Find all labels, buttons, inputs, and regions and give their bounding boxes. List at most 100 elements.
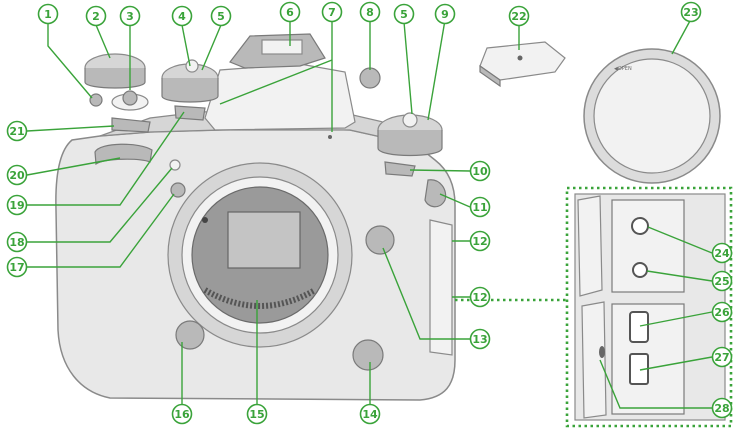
callout-number: 12 — [472, 291, 487, 304]
body-cap-label: ◀OPEN — [614, 66, 632, 72]
metering-lever — [174, 105, 206, 121]
callout-circle — [508, 5, 530, 27]
callout-circle — [359, 1, 381, 23]
switch-lever — [384, 161, 416, 177]
lens-signal-contacts — [203, 287, 317, 309]
callout-9: 9 — [434, 3, 456, 25]
callout-23: 23 — [680, 1, 702, 23]
callout-circle — [711, 301, 733, 323]
callout-number: 13 — [472, 333, 487, 346]
callout-16: 16 — [171, 403, 193, 425]
callout-13: 13 — [469, 328, 491, 350]
callout-17: 17 — [6, 256, 28, 278]
callout-number: 4 — [178, 10, 186, 23]
callout-number: 20 — [9, 169, 25, 182]
callout-number: 22 — [511, 10, 526, 23]
leader-lines — [26, 18, 713, 409]
callout-number: 5 — [217, 10, 225, 23]
callout-circle — [469, 328, 491, 350]
callout-number: 3 — [126, 10, 134, 23]
callout-15: 15 — [246, 403, 268, 425]
callout-number: 28 — [714, 402, 729, 415]
callout-circle — [469, 230, 491, 252]
callout-number: 2 — [92, 10, 100, 23]
callout-number: 23 — [683, 6, 698, 19]
iso-dial-side — [84, 68, 146, 89]
callout-circle — [85, 5, 107, 27]
body-cap: ◀OPEN — [583, 48, 721, 184]
callout-circle — [6, 120, 28, 142]
callout-number: 26 — [714, 306, 730, 319]
focus-mode-selector — [175, 320, 205, 350]
strap-eyelet — [424, 179, 447, 208]
callout-circle — [171, 5, 193, 27]
callout-circle — [210, 5, 232, 27]
callout-circle — [359, 403, 381, 425]
callout-circle — [469, 286, 491, 308]
callout-circle — [711, 346, 733, 368]
callout-number: 10 — [472, 165, 488, 178]
dial-lock — [185, 59, 199, 73]
callout-number: 25 — [714, 275, 729, 288]
callout-number: 14 — [362, 408, 378, 421]
lens-release-button — [170, 182, 186, 198]
hot-shoe-cover-side — [479, 64, 501, 88]
callout-circle — [6, 194, 28, 216]
connector-cover — [429, 219, 453, 356]
remote-release-jack — [632, 262, 648, 278]
callout-number: 5 — [400, 8, 408, 21]
sub-command-dial — [365, 225, 395, 255]
callout-number: 8 — [366, 6, 374, 19]
callout-circle — [711, 397, 733, 419]
callout-8: 8 — [359, 1, 381, 23]
callout-18: 18 — [6, 231, 28, 253]
callout-26: 26 — [711, 301, 733, 323]
callout-circle — [321, 1, 343, 23]
fn-button — [89, 93, 103, 107]
callout-11: 11 — [469, 196, 491, 218]
callout-28: 28 — [711, 397, 733, 419]
body-cap-face — [593, 58, 711, 174]
callout-circle — [37, 3, 59, 25]
callout-number: 6 — [286, 6, 294, 19]
callout-number: 19 — [9, 199, 24, 212]
callout-1: 1 — [37, 3, 59, 25]
microphone-jack — [631, 217, 649, 235]
callout-number: 12 — [472, 235, 487, 248]
image-sensor — [227, 211, 301, 269]
callout-21: 21 — [6, 120, 28, 142]
callout-number: 1 — [44, 8, 52, 21]
callout-number: 7 — [328, 6, 336, 19]
callout-circle — [171, 403, 193, 425]
callout-25: 25 — [711, 270, 733, 292]
callout-number: 17 — [9, 261, 24, 274]
callout-circle — [6, 256, 28, 278]
connector-detail — [455, 186, 733, 428]
lower-cover-flap — [581, 301, 607, 419]
exposure-dial-lock — [402, 112, 418, 128]
shutter-speed-dial-side — [161, 78, 219, 103]
af-assist-lamp — [169, 159, 181, 171]
callout-circle — [711, 242, 733, 264]
camera-body — [55, 33, 456, 401]
callout-5: 5 — [393, 3, 415, 25]
callout-circle — [119, 5, 141, 27]
hot-shoe-cover — [479, 41, 566, 88]
callout-10: 10 — [469, 160, 491, 182]
cable-channel — [599, 346, 605, 358]
microphone — [328, 135, 332, 139]
usb-connector — [629, 311, 649, 343]
callout-number: 15 — [249, 408, 264, 421]
callout-circle — [6, 164, 28, 186]
fn-button-front — [352, 339, 384, 371]
shutter-button — [359, 67, 381, 89]
mount-index — [202, 217, 208, 223]
drive-button — [122, 90, 138, 106]
callout-19: 19 — [6, 194, 28, 216]
viewfinder-hump — [204, 63, 356, 131]
callout-6: 6 — [279, 1, 301, 23]
callout-20: 20 — [6, 164, 28, 186]
exposure-comp-dial-side — [377, 130, 443, 157]
